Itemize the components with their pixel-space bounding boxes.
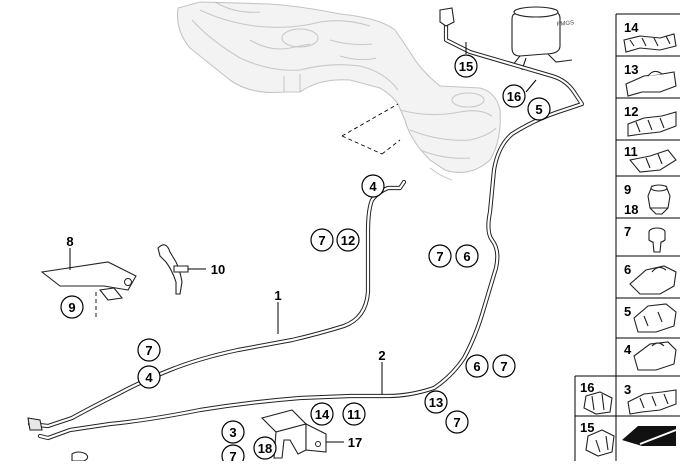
clip-15-icon [585, 429, 615, 457]
callout-7-e: 7 [445, 410, 469, 434]
label-17: 17 [348, 435, 362, 450]
callout-3-bottom: 3 [221, 420, 245, 444]
callout-11-bottom: 11 [342, 402, 366, 426]
callout-7-b: 7 [428, 244, 452, 268]
legend-label-4: 4 [624, 342, 632, 357]
legend-label-12: 12 [624, 104, 638, 119]
callout-15-top: 15 [454, 54, 478, 78]
holder-bracket-17 [260, 409, 327, 459]
legend-label-15: 15 [580, 420, 594, 435]
callout-7-d: 7 [492, 354, 516, 378]
svg-text:7: 7 [436, 249, 443, 264]
legend-label-5: 5 [624, 304, 631, 319]
svg-text:4: 4 [145, 370, 153, 385]
vent-fitting [439, 7, 455, 27]
svg-text:7: 7 [145, 343, 152, 358]
svg-text:7: 7 [500, 359, 507, 374]
svg-text:7: 7 [453, 415, 460, 430]
svg-text:5: 5 [535, 102, 542, 117]
legend-label-3: 3 [624, 382, 631, 397]
callout-7-a: 7 [310, 228, 334, 252]
multi-clip-12-icon [627, 111, 677, 137]
callout-6-b: 6 [455, 244, 479, 268]
callout-5-top: 5 [527, 97, 551, 121]
label-1: 1 [274, 288, 281, 303]
label-2: 2 [378, 348, 385, 363]
svg-text:6: 6 [463, 249, 470, 264]
fuel-tank-ghost [176, 1, 501, 181]
legend-label-11: 11 [624, 144, 638, 159]
callout-12-a: 12 [336, 228, 360, 252]
legend-label-9: 9 [624, 182, 631, 197]
callout-13-bottom: 13 [424, 390, 448, 414]
legend-label-16: 16 [580, 380, 594, 395]
svg-text:13: 13 [429, 395, 443, 410]
svg-text:3: 3 [229, 425, 236, 440]
callout-16-top: 16 [502, 84, 526, 108]
svg-text:9: 9 [68, 300, 75, 315]
svg-text:4: 4 [369, 179, 377, 194]
clip-10 [157, 244, 189, 295]
svg-text:7: 7 [229, 449, 236, 461]
legend-label-7: 7 [624, 224, 631, 239]
screw-7-icon [648, 227, 666, 253]
callout-7-c: 7 [137, 338, 161, 362]
callout-18-bottom: 18 [253, 436, 277, 460]
pipe-end-fitting-lower [71, 451, 89, 462]
multi-clip-14-icon [623, 33, 677, 53]
multi-clip-13-icon [625, 70, 677, 97]
multi-clip-11-icon [628, 149, 677, 173]
leader-16 [525, 79, 537, 93]
carbon-canister: FMGS [511, 6, 575, 71]
svg-text:6: 6 [473, 359, 480, 374]
label-8: 8 [66, 234, 73, 249]
svg-text:15: 15 [459, 59, 473, 74]
grommet-9-18-icon [647, 184, 671, 215]
legend-label-13: 13 [624, 62, 638, 77]
clip-6-icon [629, 265, 677, 295]
legend-label-18: 18 [624, 202, 638, 217]
svg-text:18: 18 [258, 441, 272, 456]
svg-text:12: 12 [341, 233, 355, 248]
legend-label-6: 6 [624, 262, 631, 277]
pipe-end-fitting [27, 417, 43, 431]
callout-7-f: 7 [221, 444, 245, 466]
clip-16-icon [583, 391, 613, 415]
pipe-1 [27, 179, 407, 429]
legend-label-14: 14 [624, 20, 639, 35]
callout-4-mid: 4 [361, 174, 385, 198]
canister-label-text: FMGS [557, 20, 575, 28]
callout-4-c: 4 [137, 365, 161, 389]
parts-legend-column: 14 13 12 11 9 18 7 [574, 13, 680, 461]
multi-clip-3-icon [627, 389, 677, 415]
svg-text:7: 7 [318, 233, 325, 248]
callout-14-bottom: 14 [310, 402, 334, 426]
callout-6-d: 6 [465, 354, 489, 378]
callout-9: 9 [60, 295, 84, 319]
svg-text:11: 11 [347, 407, 361, 422]
clip-4-icon [633, 341, 677, 371]
catalog-arrow-icon [622, 426, 677, 446]
svg-text:16: 16 [507, 89, 521, 104]
bracket-plate-8 [40, 261, 137, 301]
label-10: 10 [211, 262, 225, 277]
tank-dashed-link [341, 103, 401, 155]
svg-text:14: 14 [315, 407, 330, 422]
clip-5-icon [633, 303, 677, 333]
